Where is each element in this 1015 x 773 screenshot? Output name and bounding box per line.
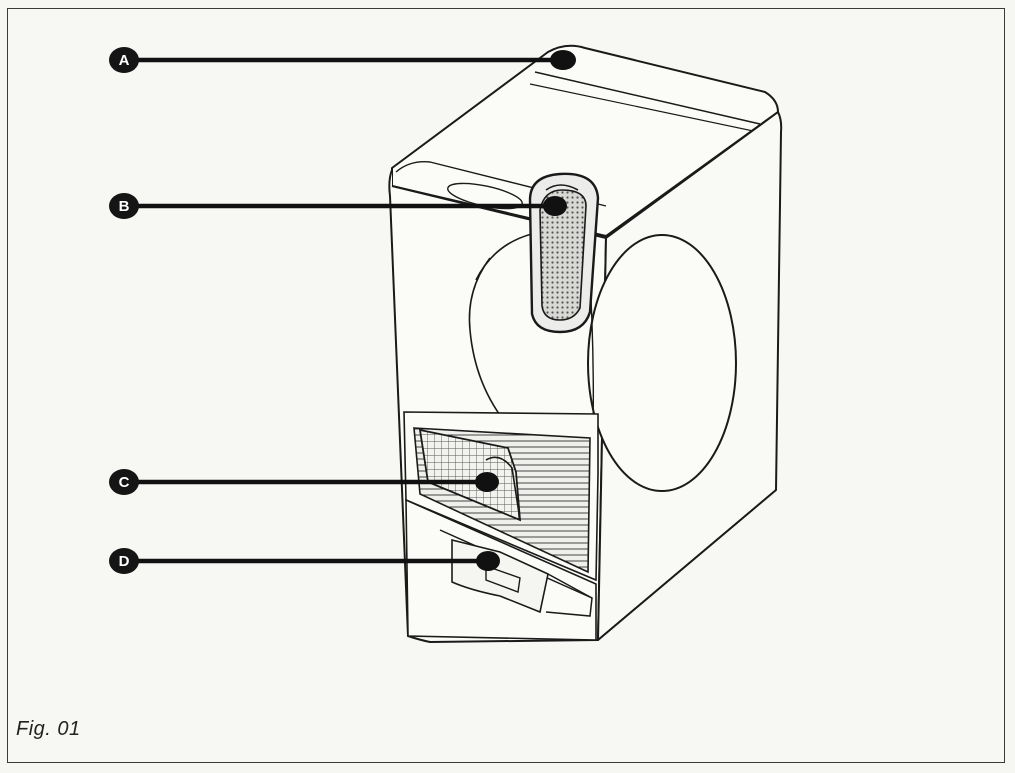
callout-label-b: B <box>119 198 130 215</box>
figure-caption: Fig. 01 <box>16 718 81 741</box>
callout-marker-b: B <box>109 193 139 219</box>
callout-label-d: D <box>119 553 130 570</box>
end-dot-c <box>475 472 499 492</box>
callout-marker-a: A <box>109 47 139 73</box>
callout-marker-d: D <box>109 548 139 574</box>
callout-label-a: A <box>119 52 130 69</box>
end-dot-a <box>550 50 576 70</box>
callout-label-c: C <box>119 474 130 491</box>
fluff-filter <box>530 174 598 332</box>
end-dot-d <box>476 551 500 571</box>
callout-marker-c: C <box>109 469 139 495</box>
end-dot-b <box>543 196 567 216</box>
